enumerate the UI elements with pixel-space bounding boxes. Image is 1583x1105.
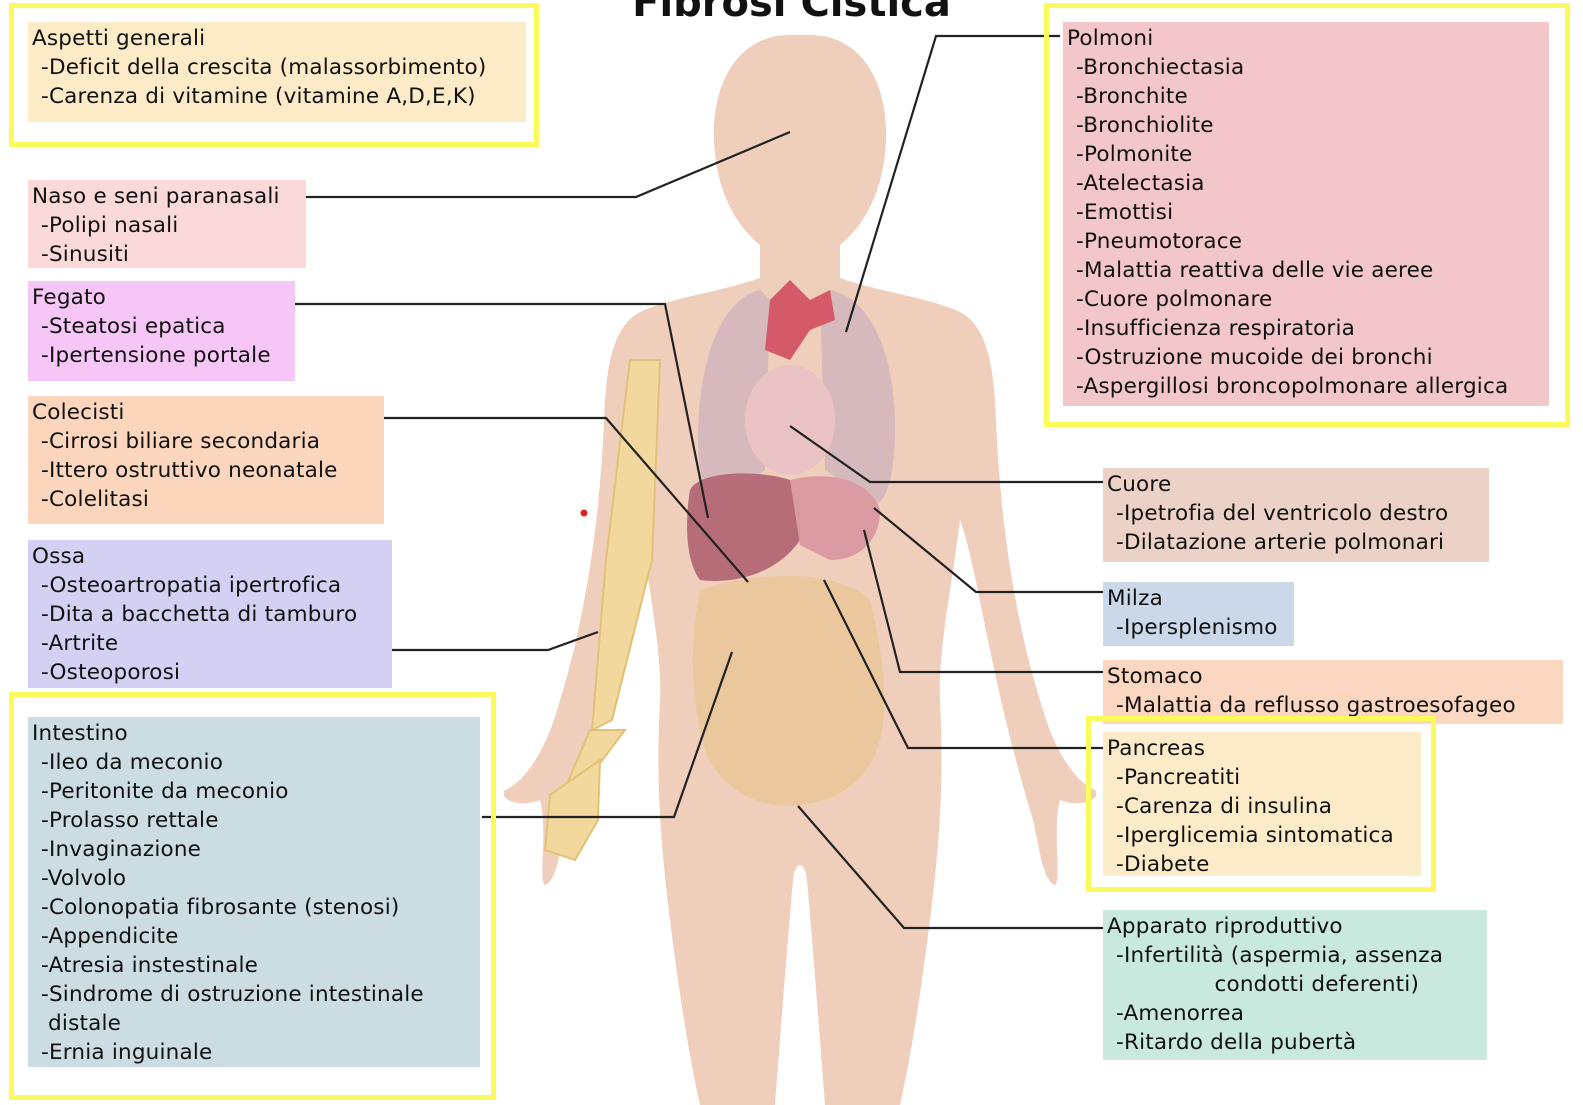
symptom-item: -Infertilità (aspermia, assenza condotti… [1107, 941, 1481, 999]
symptom-list: -Ipersplenismo [1107, 613, 1288, 642]
symptom-item: -Ittero ostruttivo neonatale [32, 456, 378, 485]
intestines [693, 576, 884, 806]
symptom-list: -Osteoartropatia ipertrofica-Dita a bacc… [32, 571, 386, 687]
group-heading: Cuore [1107, 470, 1483, 499]
box-cuore: Cuore-Ipetrofia del ventricolo destro-Di… [1103, 468, 1489, 562]
box-stomaco: Stomaco-Malattia da reflusso gastroesofa… [1103, 660, 1563, 724]
group-heading: Naso e seni paranasali [32, 182, 300, 211]
body-silhouette [504, 35, 1097, 1105]
symptom-list: -Steatosi epatica-Ipertensione portale [32, 312, 289, 370]
symptom-item: -Ipersplenismo [1107, 613, 1288, 642]
highlight-frame-pancreas [1086, 716, 1436, 892]
symptom-item: -Ipetrofia del ventricolo destro [1107, 499, 1483, 528]
symptom-list: -Cirrosi biliare secondaria-Ittero ostru… [32, 427, 378, 514]
box-fegato: Fegato-Steatosi epatica-Ipertensione por… [28, 281, 295, 381]
symptom-item: -Dilatazione arterie polmonari [1107, 528, 1483, 557]
group-heading: Ossa [32, 542, 386, 571]
symptom-list: -Polipi nasali-Sinusiti [32, 211, 300, 269]
symptom-list: -Infertilità (aspermia, assenza condotti… [1107, 941, 1481, 1057]
symptom-item: -Ritardo della pubertà [1107, 1028, 1481, 1057]
box-milza: Milza-Ipersplenismo [1103, 582, 1294, 646]
red-dot-marker [581, 510, 588, 517]
symptom-item: -Polipi nasali [32, 211, 300, 240]
group-heading: Milza [1107, 584, 1288, 613]
symptom-item: -Steatosi epatica [32, 312, 289, 341]
symptom-item: -Sinusiti [32, 240, 300, 269]
symptom-item: -Artrite [32, 629, 386, 658]
box-ossa: Ossa-Osteoartropatia ipertrofica-Dita a … [28, 540, 392, 688]
group-heading: Fegato [32, 283, 289, 312]
symptom-item: -Osteoporosi [32, 658, 386, 687]
group-heading: Stomaco [1107, 662, 1557, 691]
box-apparato-riproduttivo: Apparato riproduttivo-Infertilità (asper… [1103, 910, 1487, 1060]
highlight-frame-polmoni [1044, 3, 1570, 427]
symptom-item: -Cirrosi biliare secondaria [32, 427, 378, 456]
symptom-item: -Amenorrea [1107, 999, 1481, 1028]
highlight-frame-intestino [9, 692, 496, 1100]
symptom-item: -Colelitasi [32, 485, 378, 514]
group-heading: Apparato riproduttivo [1107, 912, 1481, 941]
symptom-list: -Ipetrofia del ventricolo destro-Dilataz… [1107, 499, 1483, 557]
group-heading: Colecisti [32, 398, 378, 427]
box-naso: Naso e seni paranasali-Polipi nasali-Sin… [28, 180, 306, 268]
highlight-frame-aspetti [9, 3, 539, 147]
symptom-item: -Dita a bacchetta di tamburo [32, 600, 386, 629]
symptom-item: -Ipertensione portale [32, 341, 289, 370]
symptom-item: -Osteoartropatia ipertrofica [32, 571, 386, 600]
box-colecisti: Colecisti-Cirrosi biliare secondaria-Itt… [28, 396, 384, 524]
